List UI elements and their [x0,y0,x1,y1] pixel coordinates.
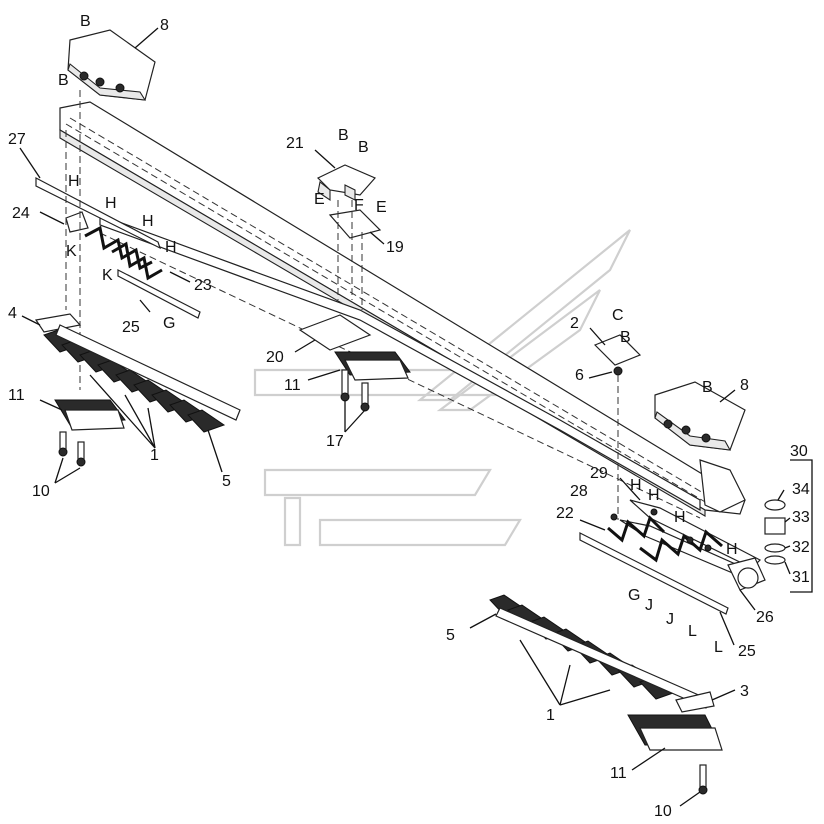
callout-labels: B 8 B 27 H 24 H H K H K 23 25 G 4 21 B B… [8,13,810,820]
callout-label: 8 [160,17,169,34]
callout-label: 21 [286,135,304,152]
callout-label: B [80,13,91,30]
callout-label: H [165,239,177,256]
callout-label: J [645,597,653,614]
callout-label: F [354,197,364,214]
callout-label: H [726,541,738,558]
callout-label: 1 [150,447,159,464]
callout-label: 24 [12,205,30,222]
callout-label: 22 [556,505,574,522]
knife-back-assembly-right [579,499,766,615]
callout-label: 6 [575,367,584,384]
callout-label: B [338,127,349,144]
callout-label: 25 [122,319,140,336]
callout-label: G [163,315,175,332]
callout-label: H [68,173,80,190]
callout-label: B [58,72,69,89]
callout-label: 11 [284,377,301,394]
callout-label: 29 [590,465,608,482]
callout-label: K [102,267,113,284]
callout-label: H [105,195,117,212]
callout-label: 17 [326,433,344,450]
knife-head-shield-left [67,29,156,101]
hold-down-assembly-center [316,164,382,310]
callout-label: 19 [386,239,404,256]
callout-label: H [674,509,686,526]
callout-label: B [620,329,631,346]
bearing-parts-stack [764,459,813,593]
knife-head-shield-right [654,381,746,451]
callout-label: 30 [790,443,808,460]
callout-label: 27 [8,131,26,148]
guard-assembly-center [298,314,411,412]
cutter-bar-beam [59,101,746,519]
callout-label: 10 [32,483,50,500]
callout-label: 10 [654,803,672,820]
callout-label: 11 [8,387,25,404]
knife-sections-right [489,594,715,713]
callout-label: B [702,379,713,396]
callout-label: 20 [266,349,284,366]
callout-label: 1 [546,707,555,724]
callout-label: 32 [792,539,810,556]
callout-label: L [714,639,723,656]
callout-label: 25 [738,643,756,660]
callout-label: K [66,243,77,260]
callout-label: 33 [792,509,810,526]
callout-label: H [648,487,660,504]
callout-label: E [314,191,325,208]
callout-label: 3 [740,683,749,700]
knife-back-assembly-left [35,90,201,390]
callout-label: C [612,307,624,324]
callout-label: 5 [222,473,231,490]
callout-label: G [628,587,640,604]
callout-label: 4 [8,305,17,322]
callout-label: E [376,199,387,216]
callout-label: B [358,139,369,156]
callout-label: 5 [446,627,455,644]
guard-assembly-left [54,399,126,467]
callout-label: 23 [194,277,212,294]
callout-label: J [666,611,674,628]
callout-label: 26 [756,609,774,626]
leader-lines [19,27,791,807]
guard-assembly-right [627,714,723,795]
callout-label: 8 [740,377,749,394]
callout-label: H [630,477,642,494]
callout-label: H [142,213,154,230]
callout-label: 28 [570,483,588,500]
callout-label: 2 [570,315,579,332]
knife-sections-left [34,313,241,433]
callout-label: 11 [610,765,627,782]
hold-down-clip-right [593,334,642,520]
callout-label: 34 [792,481,810,498]
callout-label: 31 [792,569,810,586]
callout-label: L [688,623,697,640]
